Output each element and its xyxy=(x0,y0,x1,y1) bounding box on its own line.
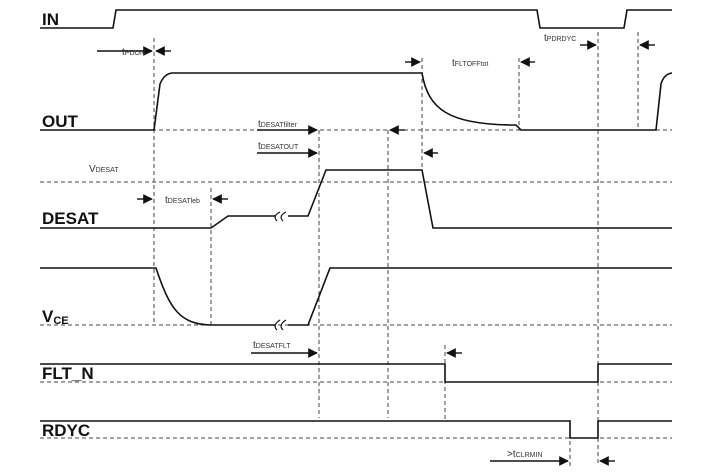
vce-break-icon xyxy=(274,319,287,331)
tdesatflt-label: tDESATFLT xyxy=(253,340,291,351)
tclrmin-label: >tCLRMIN xyxy=(507,449,542,460)
signal-label-desat: DESAT xyxy=(42,209,99,228)
signal-label-in: IN xyxy=(42,10,59,29)
timing-markers xyxy=(153,32,639,466)
vdesat-label: VDESAT xyxy=(89,164,119,175)
rdyc-waveform xyxy=(40,420,672,439)
tdesatleb-label: tDESATleb xyxy=(165,195,200,206)
timing-labels: VDESAT tPDON tFLTOFFtot tPDRDYC tDESATfi… xyxy=(89,33,576,460)
signal-label-out: OUT xyxy=(42,112,79,131)
signal-labels: IN OUT DESAT VCE FLT_N RDYC xyxy=(42,10,99,440)
vce-waveform xyxy=(40,267,672,326)
signal-label-flt-n: FLT_N xyxy=(42,364,94,383)
out-waveform xyxy=(40,72,673,131)
waveforms xyxy=(40,9,673,439)
desat-waveform xyxy=(40,169,672,229)
tpdrdyc-label: tPDRDYC xyxy=(544,33,576,44)
reference-lines xyxy=(40,129,672,439)
timing-arrows xyxy=(97,40,655,466)
tfltofftot-label: tFLTOFFtot xyxy=(452,58,488,69)
tpdon-label: tPDON xyxy=(122,47,145,58)
tdesatout-label: tDESATOUT xyxy=(258,141,299,152)
tdesatfilter-label: tDESATfilter xyxy=(258,119,297,130)
in-waveform xyxy=(40,9,672,29)
desat-break-icon xyxy=(274,211,287,222)
signal-label-vce: VCE xyxy=(42,307,69,327)
flt-n-waveform xyxy=(40,363,672,383)
signal-label-rdyc: RDYC xyxy=(42,421,90,440)
